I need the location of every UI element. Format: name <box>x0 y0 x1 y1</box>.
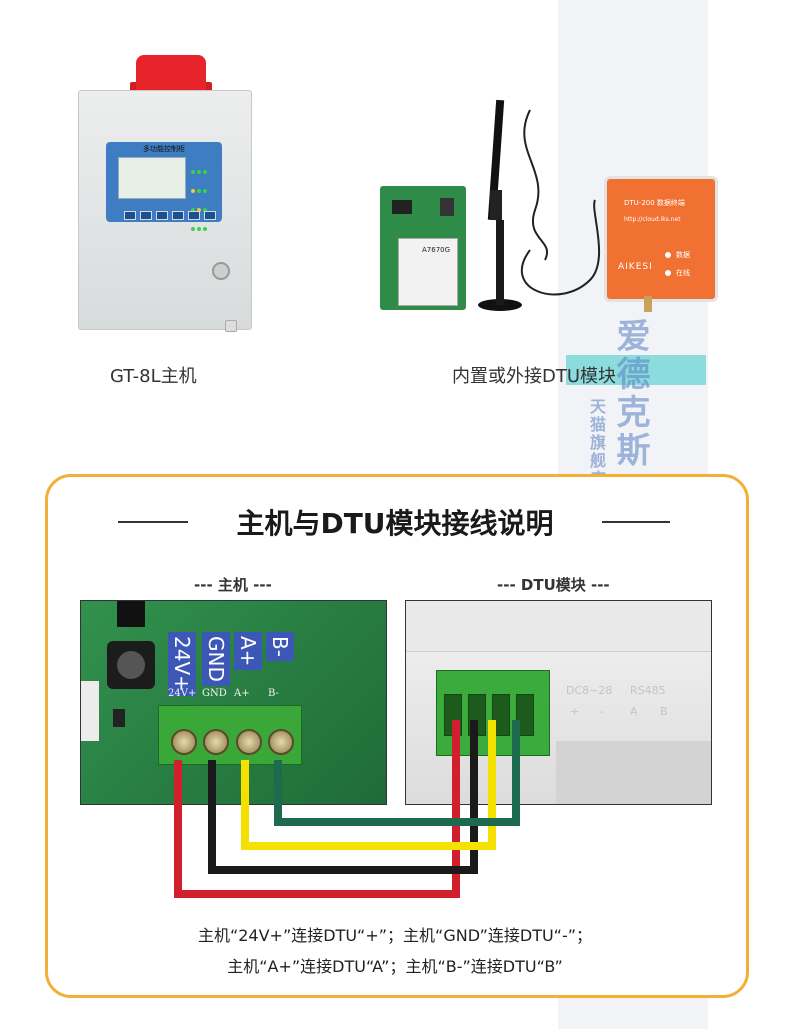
cabinet-led-array <box>190 160 212 231</box>
cabinet-lcd-screen <box>118 157 186 199</box>
dtu-subtitle: --- DTU模块 --- <box>497 576 610 594</box>
dtu-housing-top <box>406 601 711 652</box>
terminal-screw-icon <box>171 729 197 755</box>
dtu-device-image <box>604 176 718 302</box>
dtu-indicator-online: 在线 <box>676 269 690 277</box>
host-caption: GT-8L主机 <box>110 366 197 387</box>
diode-component <box>113 709 125 727</box>
dtu-antenna-connector <box>644 296 652 312</box>
silk-b: B- <box>268 688 279 699</box>
antenna-stem <box>496 220 504 305</box>
pcb-component <box>440 198 454 216</box>
watermark-brand: 爱德克斯 <box>610 318 650 470</box>
silk-gnd: GND <box>202 688 227 699</box>
dtu-housing-edge <box>556 741 711 804</box>
silk-24v: 24V+ <box>168 688 197 699</box>
alarm-beacon <box>136 55 206 91</box>
host-subtitle: --- 主机 --- <box>194 576 272 594</box>
connector-component <box>81 681 99 741</box>
wire-a-yellow <box>241 720 496 850</box>
dtu-terminal-hole <box>516 694 534 736</box>
watermark-stripe <box>566 355 706 385</box>
wire-b-green <box>274 720 520 826</box>
dtu-label-rs485: RS485 <box>630 684 666 697</box>
antenna-cable-loop <box>523 109 548 261</box>
dtu-indicator-dot <box>665 270 671 276</box>
wire-gnd-black <box>208 720 478 874</box>
cabinet-cable-gland <box>225 320 237 332</box>
title-rule-right <box>602 521 670 523</box>
wiring-note-line2: 主机“A+”连接DTU“A”；主机“B-”连接DTU“B” <box>227 957 563 976</box>
dtu-indicator-data: 数据 <box>676 251 690 259</box>
dtu-label-a: A <box>630 705 638 718</box>
watermark-store: 天猫旗舰店 <box>587 398 606 488</box>
antenna-cable <box>521 199 600 296</box>
terminal-tag-gnd: GND <box>202 632 230 686</box>
chip-component <box>117 601 145 627</box>
inductor-core <box>117 651 145 679</box>
host-board-photo <box>80 600 387 805</box>
terminal-screw-icon <box>268 729 294 755</box>
dtu-terminal-hole <box>492 694 510 736</box>
dtu-device-url: http://cloud.iks.net <box>624 216 681 223</box>
wiring-title: 主机与DTU模块接线说明 <box>236 507 554 540</box>
terminal-tag-a: A+ <box>234 632 262 671</box>
wire-24v-red <box>174 720 460 898</box>
silk-a: A+ <box>234 688 250 699</box>
dtu-caption: 内置或外接DTU模块 <box>452 366 617 387</box>
antenna-coil <box>490 190 502 220</box>
dtu-device-brand: AIKESI <box>618 262 653 272</box>
chip-label: A7670G <box>422 246 451 254</box>
cabinet-label: 多功能控制柜 <box>143 145 185 153</box>
wiring-note-line1: 主机“24V+”连接DTU“+”；主机“GND”连接DTU“-”； <box>197 926 593 945</box>
gsm-module-chip <box>398 238 458 306</box>
dtu-label-minus: - <box>600 705 604 718</box>
terminal-screw-icon <box>203 729 229 755</box>
cabinet-button-row <box>124 205 220 224</box>
cabinet-lock-icon <box>212 262 230 280</box>
dtu-label-power: DC8~28 <box>566 684 613 697</box>
antenna-cable-svg <box>478 99 600 311</box>
dtu-device-label: DTU-200 数据终端 <box>624 199 685 207</box>
dtu-label-b: B <box>660 705 668 718</box>
pcb-component <box>392 200 412 214</box>
terminal-screw-icon <box>236 729 262 755</box>
dtu-label-plus: + <box>570 705 580 718</box>
dtu-indicator-dot <box>665 252 671 258</box>
terminal-tag-b: B- <box>266 632 294 661</box>
terminal-tag-24v: 24V+ <box>168 632 196 696</box>
title-rule-left <box>118 521 188 523</box>
